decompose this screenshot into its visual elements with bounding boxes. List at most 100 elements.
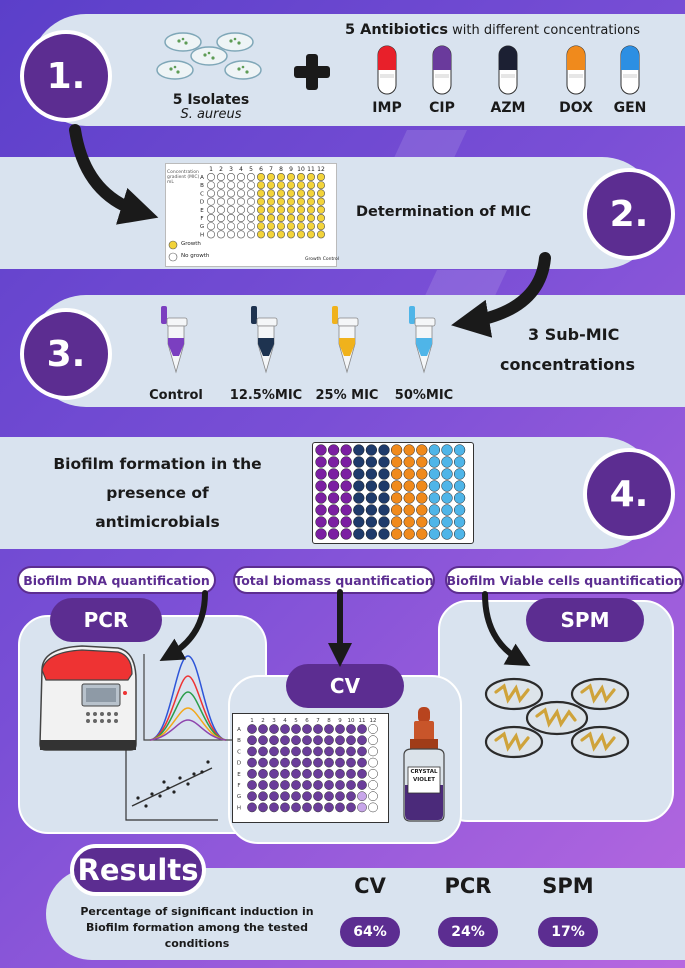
cv-plate-well [302,724,312,734]
plate-well [317,173,326,182]
biofilm-well [416,492,428,504]
biofilm-well [365,492,378,504]
cv-plate-well [335,724,345,734]
standard-curve-icon [125,750,218,821]
cv-plate-well [313,791,323,802]
plate-well [206,173,216,182]
plate-well [287,197,296,206]
plate-well [307,222,316,231]
cv-plate-well [335,802,345,813]
biofilm-well [365,516,378,528]
arrow-to-spm [482,591,531,666]
cv-plate-well [269,746,279,757]
plate-well [246,222,255,231]
cv-plate-well [346,724,356,734]
biofilm-well [390,468,403,480]
cv-plate-well [346,757,356,768]
biofilm-well [315,480,327,492]
cv-plate-well [258,768,268,779]
biofilm-well [378,516,390,528]
biofilm-well [315,468,327,480]
biofilm-well [340,528,352,540]
cv-plate-well [258,735,268,746]
step4-line2: presence of [106,484,209,502]
plate-well [266,222,275,231]
plate-well [217,222,226,231]
plate-column-label: 12 [317,166,325,173]
cv-plate-row-label: B [237,738,241,744]
biofilm-well [428,444,441,456]
cv-plate-well [280,802,290,813]
cv-plate-well [258,757,268,768]
tube-label: 50%MIC [394,388,454,403]
plate-well [266,230,275,239]
plate-well [266,197,275,206]
plate-well [217,213,226,222]
plate-well [217,230,226,239]
plate-well [277,205,286,214]
cv-plate-well [346,780,356,790]
plate-well [317,205,326,214]
plate-well [277,230,286,239]
plate-row-label: G [200,224,204,230]
cv-plate-column-label: 11 [359,718,366,724]
plate-well [206,189,216,198]
cv-plate-well [269,780,279,790]
biofilm-well [327,504,340,516]
plate-well [307,173,316,182]
plate-column-label: 6 [259,166,263,173]
cv-plate-well [324,802,334,813]
bottle-label-line1: CRYSTAL [410,769,438,775]
plate-column-label: 7 [269,166,273,173]
antibiotic-label: AZM [490,100,526,116]
cv-plate-row-label: G [237,794,241,800]
biofilm-well [416,504,428,516]
cv-plate-well [313,746,323,757]
cv-plate-well [368,724,378,734]
biofilm-well [403,528,415,540]
cv-plate-well [357,780,367,790]
cv-plate-row-label: D [237,761,241,767]
cv-plate-well [324,791,334,802]
biofilm-well [428,468,441,480]
eppendorf-tube-icon [251,306,278,374]
plate-column-label: 8 [279,166,283,173]
biofilm-well [340,504,352,516]
cv-plate-column-label: 6 [305,718,309,724]
biofilm-well [390,480,403,492]
cv-plate-well [291,746,301,757]
biofilm-well [403,456,415,468]
cv-plate-well [291,768,301,779]
cv-plate-well [346,768,356,779]
biofilm-well [428,516,441,528]
cv-plate-well [269,724,279,734]
biofilm-well [327,444,340,456]
biofilm-well [403,468,415,480]
plate-well [246,205,255,214]
plate-well [256,173,265,182]
cv-plate-well [324,757,334,768]
biofilm-well [327,528,340,540]
plate-well [287,173,296,182]
cv-plate-column-label: 7 [316,718,320,724]
plate-well [297,213,306,222]
cv-plate-well [346,791,356,802]
petri-dishes-icon [156,32,262,80]
cv-plate-well [368,802,378,813]
biofilm-well [315,516,327,528]
cv-plate-well [280,746,290,757]
biofilm-well [403,504,415,516]
cv-plate-well [269,757,279,768]
cv-plate-well [258,802,268,813]
cv-plate-well [313,724,323,734]
plate-well [226,205,235,214]
biofilm-well [416,468,428,480]
isolates-species: S. aureus [180,107,242,122]
plate-well [246,213,255,222]
biofilm-well [453,516,466,528]
cv-plate-well [258,780,268,790]
plate-well [206,230,216,239]
plate-well [317,189,326,198]
biofilm-well [441,444,453,456]
